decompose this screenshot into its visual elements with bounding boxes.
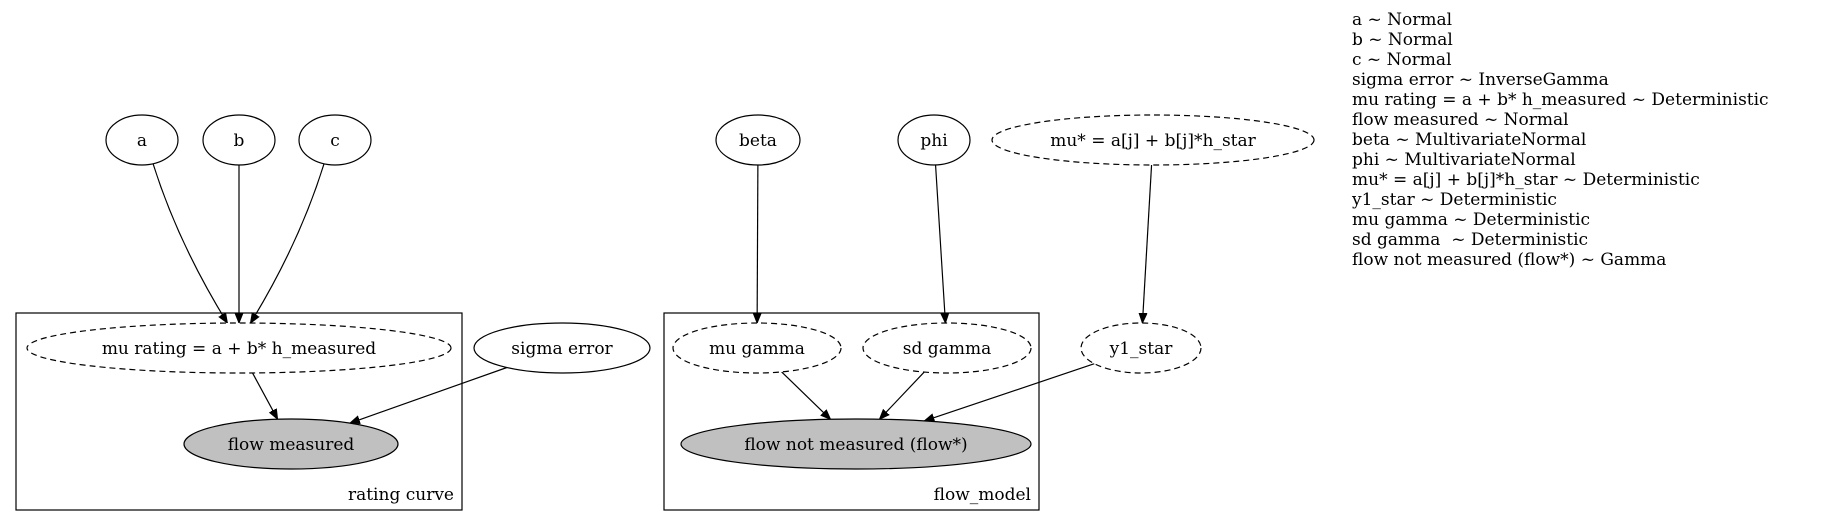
node-sd-gamma: sd gamma (862, 322, 1032, 374)
legend-line: mu rating = a + b* h_measured ~ Determin… (1352, 90, 1769, 110)
plate-label-rating-curve: rating curve (348, 485, 454, 505)
edge-mu-rating-to-flow-measured (251, 372, 278, 419)
legend-line: flow not measured (flow*) ~ Gamma (1352, 250, 1667, 270)
node-shape-flow-not-measured (680, 418, 1032, 470)
node-mu-gamma: mu gamma (672, 322, 842, 374)
node-mu-rating: mu rating = a + b* h_measured (26, 322, 452, 374)
edge-mu-gamma-to-flow-not-measured (781, 371, 831, 419)
node-shape-sd-gamma (862, 322, 1032, 374)
edge-a-to-mu-rating (152, 163, 227, 323)
node-label-b: b (234, 131, 245, 151)
node-flow-measured: flow measured (183, 418, 399, 470)
plate-label-flow-model: flow_model (934, 485, 1031, 505)
node-label-beta: beta (739, 131, 777, 151)
node-beta: beta (715, 114, 801, 166)
node-label-a: a (137, 131, 147, 151)
node-shape-y1-star (1080, 322, 1202, 374)
edge-beta-to-mu-gamma (757, 164, 758, 323)
legend-line: mu gamma ~ Deterministic (1352, 210, 1591, 230)
node-label-flow-not-measured: flow not measured (flow*) (744, 435, 967, 455)
node-shape-b (202, 114, 276, 166)
node-flow-not-measured: flow not measured (flow*) (680, 418, 1032, 470)
node-label-mu-star: mu* = a[j] + b[j]*h_star (1050, 131, 1256, 151)
node-shape-mu-rating (26, 322, 452, 374)
node-b: b (202, 114, 276, 166)
legend-line: c ~ Normal (1352, 50, 1452, 70)
legend-line: b ~ Normal (1352, 30, 1453, 50)
node-a: a (105, 114, 179, 166)
edge-sigma-error-to-flow-measured (350, 366, 508, 424)
node-shape-mu-gamma (672, 322, 842, 374)
edge-phi-to-sd-gamma (934, 164, 946, 323)
edge-c-to-mu-rating (251, 163, 325, 323)
legend-line: mu* = a[j] + b[j]*h_star ~ Deterministic (1352, 170, 1700, 190)
node-label-mu-gamma: mu gamma (709, 339, 805, 359)
edge-sd-gamma-to-flow-not-measured (879, 371, 925, 419)
legend-line: a ~ Normal (1352, 10, 1453, 30)
node-label-sigma-error: sigma error (511, 339, 613, 359)
node-mu-star: mu* = a[j] + b[j]*h_star (991, 114, 1315, 166)
node-shape-phi (897, 114, 971, 166)
legend-line: beta ~ MultivariateNormal (1352, 130, 1587, 150)
node-shape-flow-measured (183, 418, 399, 470)
legend-line: flow measured ~ Normal (1352, 110, 1569, 130)
plate-flow-model (663, 312, 1040, 511)
edge-mu-star-to-y1-star (1142, 164, 1153, 323)
node-shape-a (105, 114, 179, 166)
node-shape-c (298, 114, 372, 166)
node-shape-sigma-error (473, 322, 651, 374)
node-label-phi: phi (920, 131, 948, 151)
node-label-flow-measured: flow measured (228, 435, 355, 455)
node-y1-star: y1_star (1080, 322, 1202, 374)
node-shape-mu-star (991, 114, 1315, 166)
legend-line: y1_star ~ Deterministic (1352, 190, 1557, 210)
edge-y1-star-to-flow-not-measured (924, 363, 1095, 421)
node-label-sd-gamma: sd gamma (903, 339, 991, 359)
node-phi: phi (897, 114, 971, 166)
node-shape-beta (715, 114, 801, 166)
legend-line: sigma error ~ InverseGamma (1352, 70, 1609, 90)
legend-line: phi ~ MultivariateNormal (1352, 150, 1576, 170)
node-label-y1-star: y1_star (1109, 339, 1174, 359)
legend-line: sd gamma ~ Deterministic (1352, 230, 1589, 250)
node-label-c: c (330, 131, 340, 151)
node-c: c (298, 114, 372, 166)
node-sigma-error: sigma error (473, 322, 651, 374)
node-label-mu-rating: mu rating = a + b* h_measured (102, 339, 376, 359)
